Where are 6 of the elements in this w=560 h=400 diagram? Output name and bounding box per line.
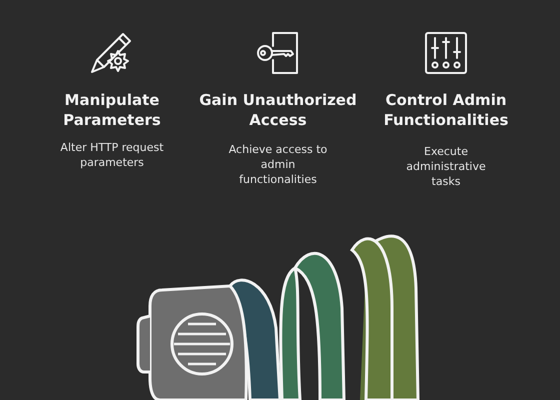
column-description: Alter HTTP request parameters <box>59 140 165 170</box>
column-heading: Manipulate Parameters <box>62 90 162 130</box>
column-description: Execute administrative tasks <box>405 144 487 189</box>
column-description: Achieve access to admin functionalities <box>228 142 328 187</box>
column-heading: Control Admin Functionalities <box>382 90 510 130</box>
column-heading: Gain Unauthorized Access <box>198 90 358 130</box>
